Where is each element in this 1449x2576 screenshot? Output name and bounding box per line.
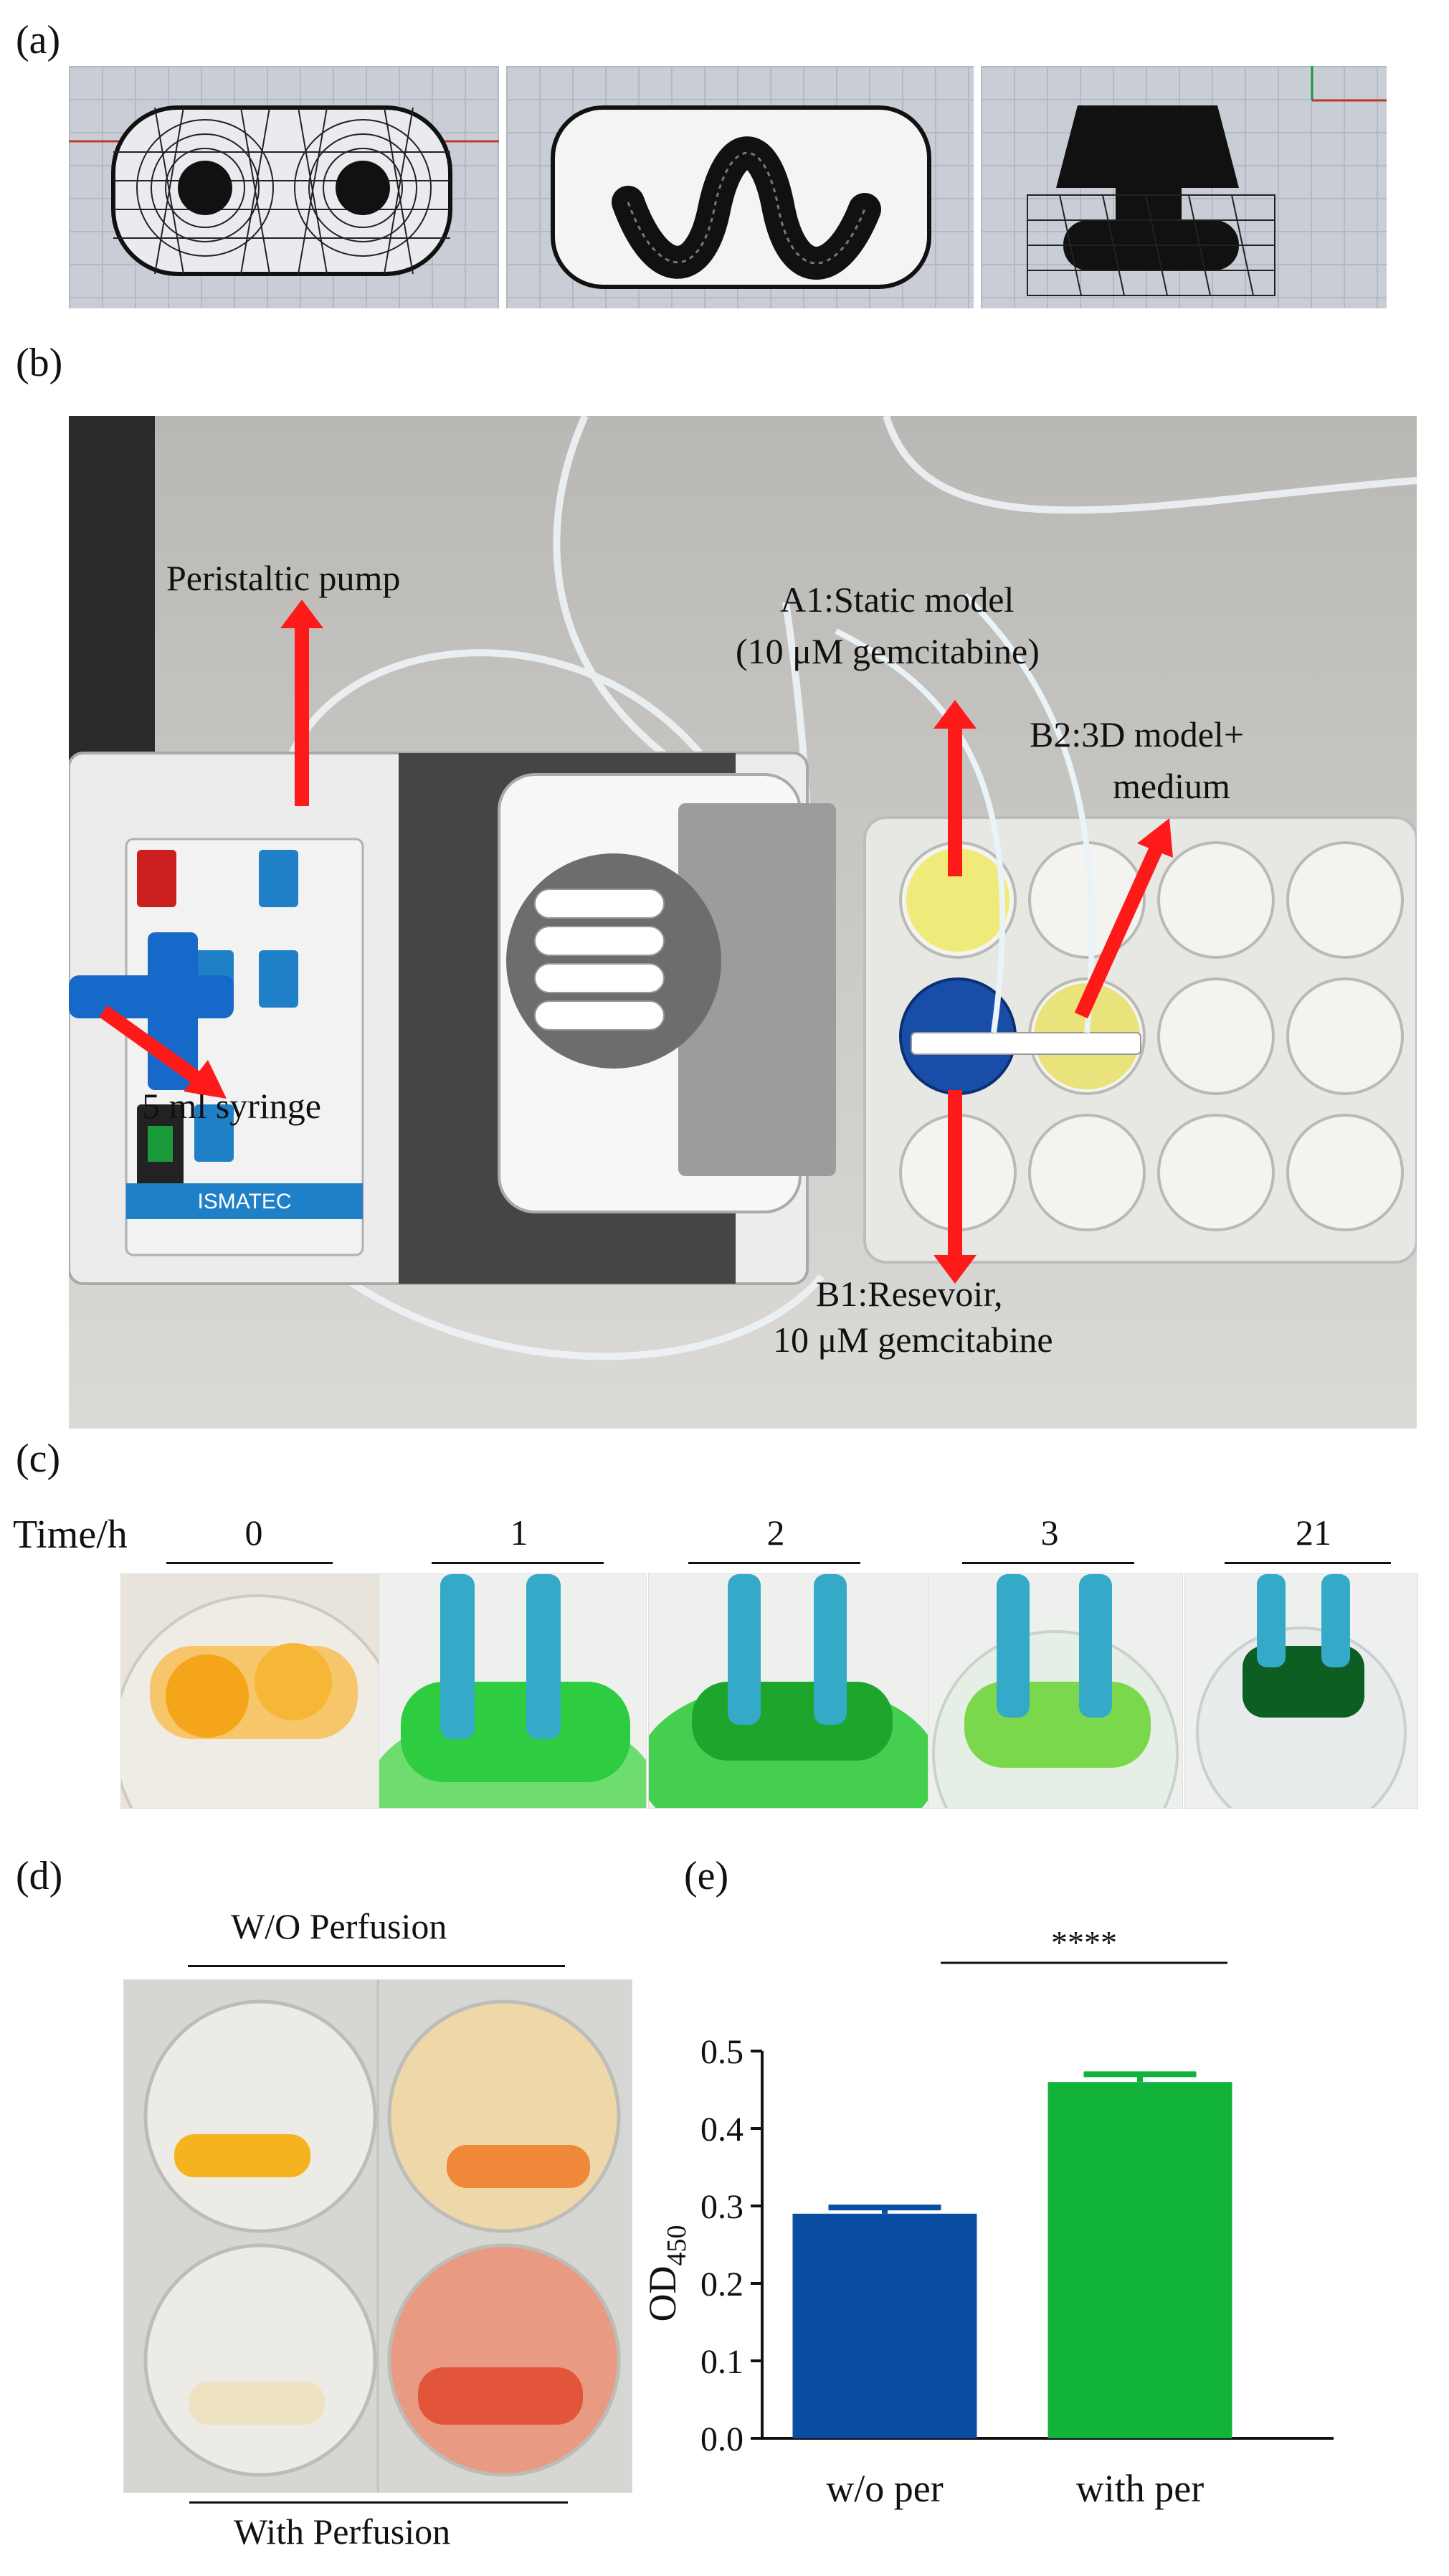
wireframe-two-chamber-image — [69, 105, 499, 276]
a1-label-line1: A1:Static model — [780, 579, 1015, 620]
timecourse-photo-2h — [648, 1573, 929, 1809]
x-category-label: w/o per — [826, 2467, 943, 2510]
timepoint-2: 2 — [766, 1512, 785, 1553]
y-axis-title-main: OD — [645, 2266, 684, 2322]
with-perfusion-label: With Perfusion — [234, 2511, 451, 2552]
peristaltic-pump-label: Peristaltic pump — [166, 558, 401, 598]
a1-label-line2: (10 μM gemcitabine) — [736, 631, 1040, 671]
panel-label-b: (b) — [16, 341, 63, 385]
cad-view-serpentine — [506, 66, 974, 308]
arrow-shaft-pump — [295, 618, 309, 806]
timepoint-underline-3 — [962, 1562, 1134, 1564]
pump-brand-text: ISMATEC — [197, 1190, 291, 1213]
y-tick-label: 0.0 — [700, 2420, 743, 2458]
arrow-head-pump — [280, 600, 323, 628]
wireframe-serpentine-image — [551, 105, 931, 289]
arrow-syringe — [99, 1005, 227, 1099]
timepoint-21: 21 — [1296, 1512, 1331, 1553]
pump-setup-photo: ISMATEC — [69, 416, 1417, 1429]
y-tick-label: 0.4 — [700, 2111, 743, 2149]
timecourse-photo-21h — [1184, 1573, 1418, 1809]
y-axis-title: OD450 — [645, 2225, 692, 2322]
panel-label-a: (a) — [16, 18, 61, 62]
bar-0 — [792, 2213, 977, 2438]
x-category-label: with per — [1076, 2467, 1204, 2510]
panel-label-d: (d) — [16, 1854, 63, 1898]
wireframe-side-image — [1027, 66, 1387, 296]
without-perfusion-underline — [188, 1965, 565, 1967]
arrow-b2 — [1074, 818, 1173, 1019]
well-image-0h — [121, 1594, 379, 1808]
timepoint-underline-2 — [688, 1562, 860, 1564]
timepoint-underline-0 — [166, 1562, 333, 1564]
b1-label-line2: 10 μM gemcitabine — [773, 1320, 1053, 1360]
plate-wells-image — [124, 1980, 632, 2492]
timecourse-photo-1h — [379, 1573, 647, 1809]
b2-label-line2: medium — [1113, 766, 1230, 806]
well-image-21h — [1196, 1574, 1407, 1808]
panel-label-c: (c) — [16, 1436, 61, 1481]
well-image-3h — [932, 1574, 1179, 1808]
timepoint-underline-1 — [432, 1562, 604, 1564]
timepoint-1: 1 — [510, 1512, 528, 1553]
timecourse-photo-3h — [928, 1573, 1183, 1809]
plate-comparison-photo — [123, 1979, 632, 2493]
timepoint-0: 0 — [244, 1512, 263, 1553]
cad-view-top — [69, 66, 499, 308]
y-axis-title-subscript: 450 — [662, 2225, 692, 2266]
arrow-shaft-b1 — [948, 1090, 962, 1259]
y-tick-label: 0.5 — [700, 2033, 743, 2071]
y-tick-label: 0.1 — [700, 2343, 743, 2381]
b2-label-line1: B2:3D model+ — [1030, 714, 1245, 754]
without-perfusion-label: W/O Perfusion — [231, 1906, 447, 1946]
arrow-head-b1 — [933, 1255, 977, 1284]
pump-setup-illustration: ISMATEC — [69, 416, 1417, 1429]
time-axis-title: Time/h — [13, 1512, 128, 1557]
well-image-2h — [649, 1574, 928, 1808]
cad-view-side — [981, 66, 1387, 308]
bar-1 — [1047, 2082, 1232, 2438]
well-image-1h — [379, 1574, 646, 1808]
arrow-head-a1 — [933, 700, 977, 729]
with-perfusion-underline — [189, 2501, 568, 2504]
b1-label-line1: B1:Resevoir, — [816, 1274, 1003, 1314]
y-tick-label: 0.2 — [700, 2265, 743, 2303]
arrow-shaft-a1 — [948, 720, 962, 876]
timepoint-3: 3 — [1040, 1512, 1059, 1553]
significance-label: **** — [1051, 1924, 1117, 1961]
panel-label-e: (e) — [684, 1854, 729, 1898]
y-tick-label: 0.3 — [700, 2188, 743, 2226]
timecourse-photo-0h — [120, 1573, 380, 1809]
timepoint-underline-21 — [1225, 1562, 1391, 1564]
syringe-label: 5 ml syringe — [142, 1086, 321, 1126]
